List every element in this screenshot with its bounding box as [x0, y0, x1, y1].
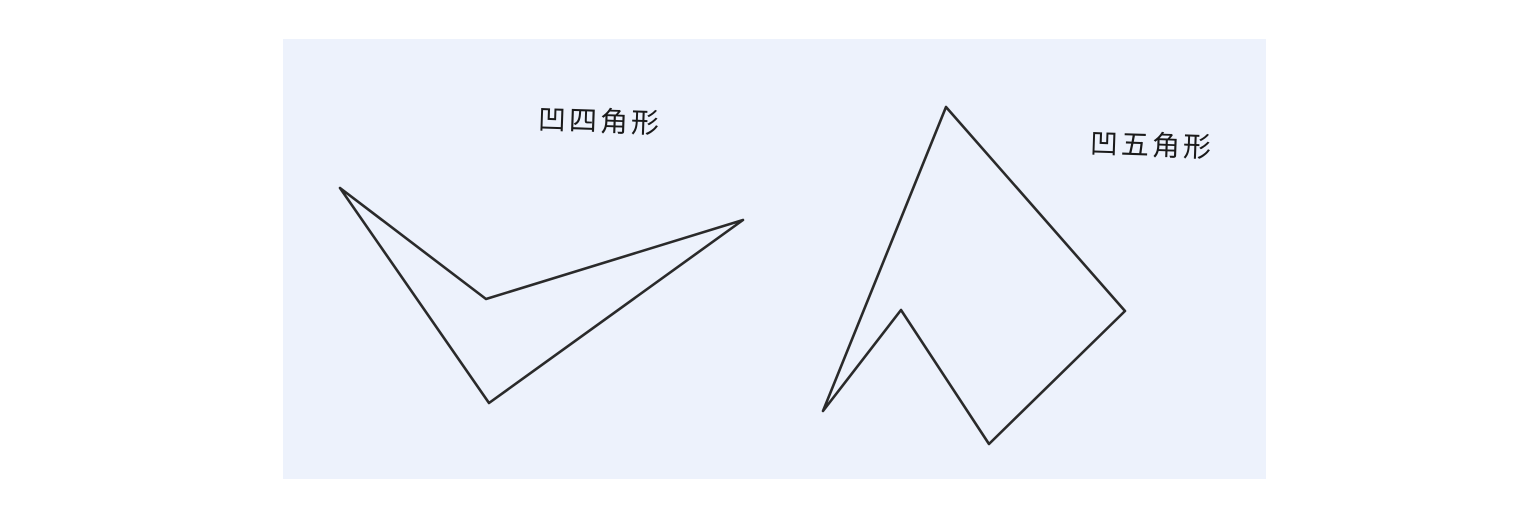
concave-pentagon-shape	[821, 105, 1127, 446]
diagram-panel	[283, 39, 1266, 479]
concave-quadrilateral-shape	[338, 186, 745, 405]
concave-quadrilateral-label: 凹四角形	[537, 102, 663, 141]
concave-pentagon-label: 凹五角形	[1089, 126, 1215, 165]
